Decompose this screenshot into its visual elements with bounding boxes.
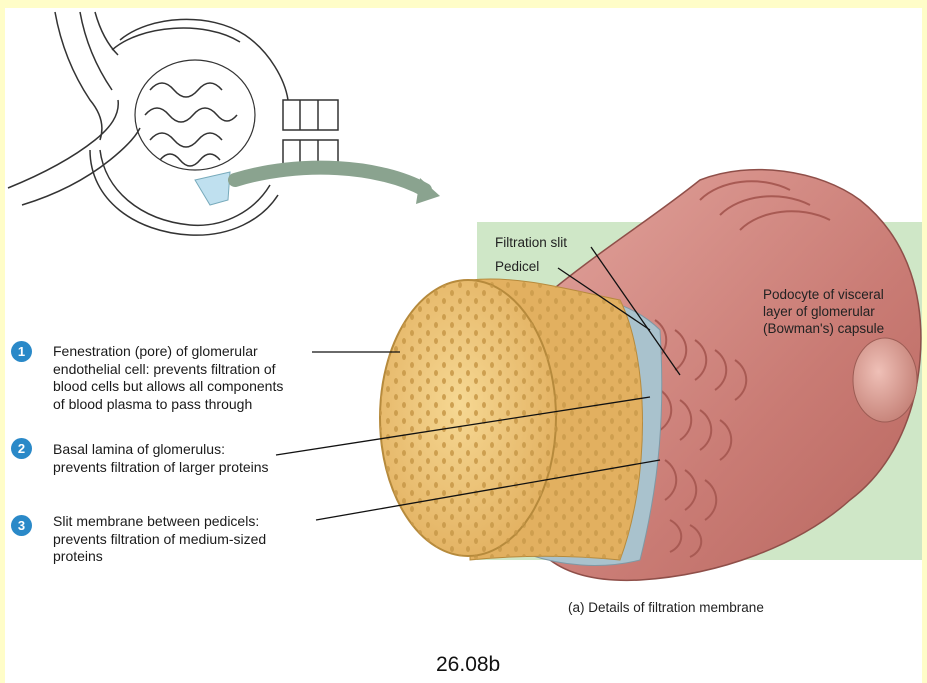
podocyte-label-line-3: (Bowman's) capsule [763, 321, 885, 336]
leader-lines [275, 246, 681, 521]
magnified-region [194, 171, 231, 206]
pedicels [654, 180, 831, 558]
figure-caption: (a) Details of filtration membrane [568, 600, 764, 615]
item-1-line-1: Fenestration (pore) of glomerular [53, 343, 258, 359]
pedicel-label: Pedicel [495, 259, 540, 274]
podocyte-label-line-1: Podocyte of visceral [763, 287, 884, 302]
item-3-badge: 3 [11, 515, 32, 536]
item-3-line-3: proteins [53, 548, 103, 564]
item-2-text: Basal lamina of glomerulus: prevents fil… [53, 441, 353, 476]
item-2-line-2: prevents filtration of larger proteins [53, 458, 269, 475]
item-1-line-4: of blood plasma to pass through [53, 395, 253, 412]
filtration-slit-label: Filtration slit [495, 235, 568, 250]
item-2-line-1: Basal lamina of glomerulus: [53, 441, 225, 457]
item-1-badge: 1 [11, 341, 32, 362]
podocyte-label-line-2: layer of glomerular [763, 304, 875, 319]
glomerulus-sketch [7, 11, 339, 236]
podocyte-nucleus [852, 337, 918, 423]
item-1-line-3: blood cells but allows all components [53, 378, 284, 394]
figure-number: 26.08b [436, 653, 501, 676]
zoom-arrow [228, 160, 432, 197]
item-2-badge: 2 [11, 438, 32, 459]
item-3-line-2: prevents filtration of medium-sized [53, 530, 267, 547]
item-1-text: Fenestration (pore) of glomerular endoth… [53, 343, 353, 413]
item-1-line-2: endothelial cell: prevents filtration of [53, 360, 276, 377]
zoom-arrow-head [416, 178, 440, 204]
item-3-text: Slit membrane between pedicels: prevents… [53, 513, 353, 566]
item-3-line-1: Slit membrane between pedicels: [53, 513, 260, 529]
